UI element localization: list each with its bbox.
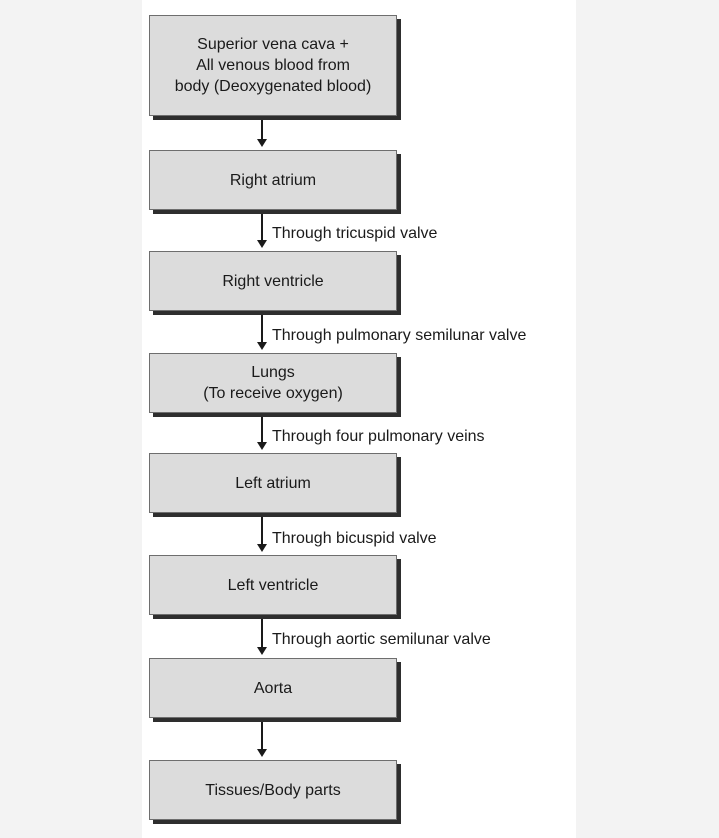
connector-label-pulmonary-semilunar-valve: Through pulmonary semilunar valve [272,327,527,344]
flow-arrow-3 [257,315,267,350]
flow-box-tissues-body-parts: Tissues/Body parts [149,760,397,820]
flow-box-right-atrium: Right atrium [149,150,397,210]
flow-box-lungs: Lungs (To receive oxygen) [149,353,397,413]
flow-arrow-2 [257,214,267,248]
connector-label-pulmonary-veins: Through four pulmonary veins [272,428,485,445]
connector-label-tricuspid-valve: Through tricuspid valve [272,225,438,242]
flow-arrow-5 [257,517,267,552]
flow-arrow-4 [257,417,267,450]
connector-label-aortic-semilunar-valve: Through aortic semilunar valve [272,631,491,648]
flow-box-superior-vena-cava: Superior vena cava + All venous blood fr… [149,15,397,116]
flow-box-aorta: Aorta [149,658,397,718]
connector-label-bicuspid-valve: Through bicuspid valve [272,530,437,547]
flow-arrow-7 [257,722,267,757]
flow-arrow-6 [257,619,267,655]
flow-box-left-ventricle: Left ventricle [149,555,397,615]
flow-arrow-1 [257,120,267,147]
flow-box-right-ventricle: Right ventricle [149,251,397,311]
flow-box-left-atrium: Left atrium [149,453,397,513]
